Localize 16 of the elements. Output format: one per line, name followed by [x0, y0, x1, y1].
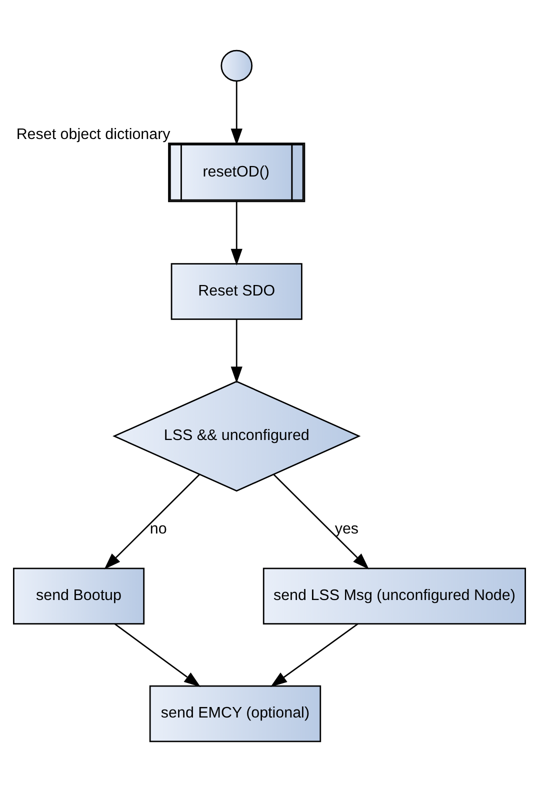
- arrow: [230, 320, 242, 384]
- node-circle: [220, 50, 253, 82]
- node-box: send Bootup: [13, 568, 145, 624]
- arrow: [230, 81, 242, 146]
- arrow: [114, 623, 201, 687]
- node-box: send EMCY (optional): [149, 685, 322, 742]
- arrow: [270, 623, 358, 687]
- arrow: [104, 474, 200, 570]
- arrow: [273, 474, 370, 570]
- arrow: [230, 202, 242, 266]
- edge-label: yes: [334, 520, 359, 538]
- edge-label: no: [150, 520, 167, 538]
- node-box: send LSS Msg (unconfigured Node): [262, 568, 526, 624]
- node-label: Reset object dictionary: [16, 126, 170, 143]
- node-diamond: LSS && unconfigured: [112, 380, 361, 492]
- node-box: Reset SDO: [170, 263, 302, 320]
